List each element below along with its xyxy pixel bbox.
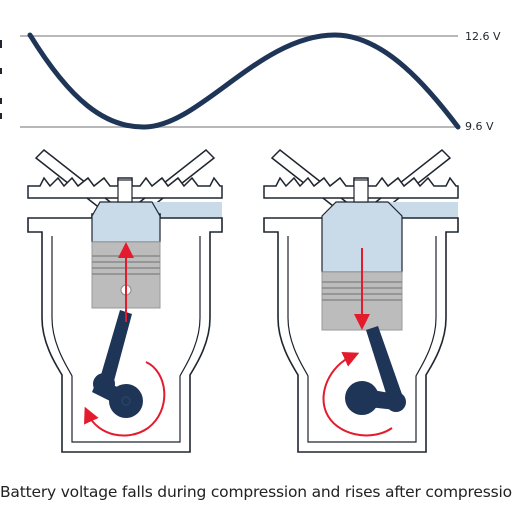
min-voltage-label: 9.6 V <box>465 120 494 133</box>
spark-plug <box>117 179 133 203</box>
cylinder-inner-wall <box>287 236 437 443</box>
rotation-arrow <box>84 361 166 437</box>
cylinder-inner-wall <box>51 236 201 443</box>
voltage-curve <box>27 32 461 130</box>
rotation-arrow <box>322 352 393 437</box>
spark-plug <box>353 179 369 203</box>
engine-after-compression <box>263 148 459 453</box>
cylinder-block <box>263 213 459 453</box>
intake-port <box>150 202 222 218</box>
axis-ticks <box>0 40 2 119</box>
max-voltage-label: 12.6 V <box>465 30 501 43</box>
crankshaft-center <box>121 396 131 406</box>
combustion-chamber <box>91 201 161 243</box>
connecting-rod <box>366 326 404 406</box>
intake-port <box>386 202 458 218</box>
crankshaft <box>345 381 379 415</box>
engine-compression <box>27 148 223 453</box>
diagram-caption: Battery voltage falls during compression… <box>0 483 512 501</box>
